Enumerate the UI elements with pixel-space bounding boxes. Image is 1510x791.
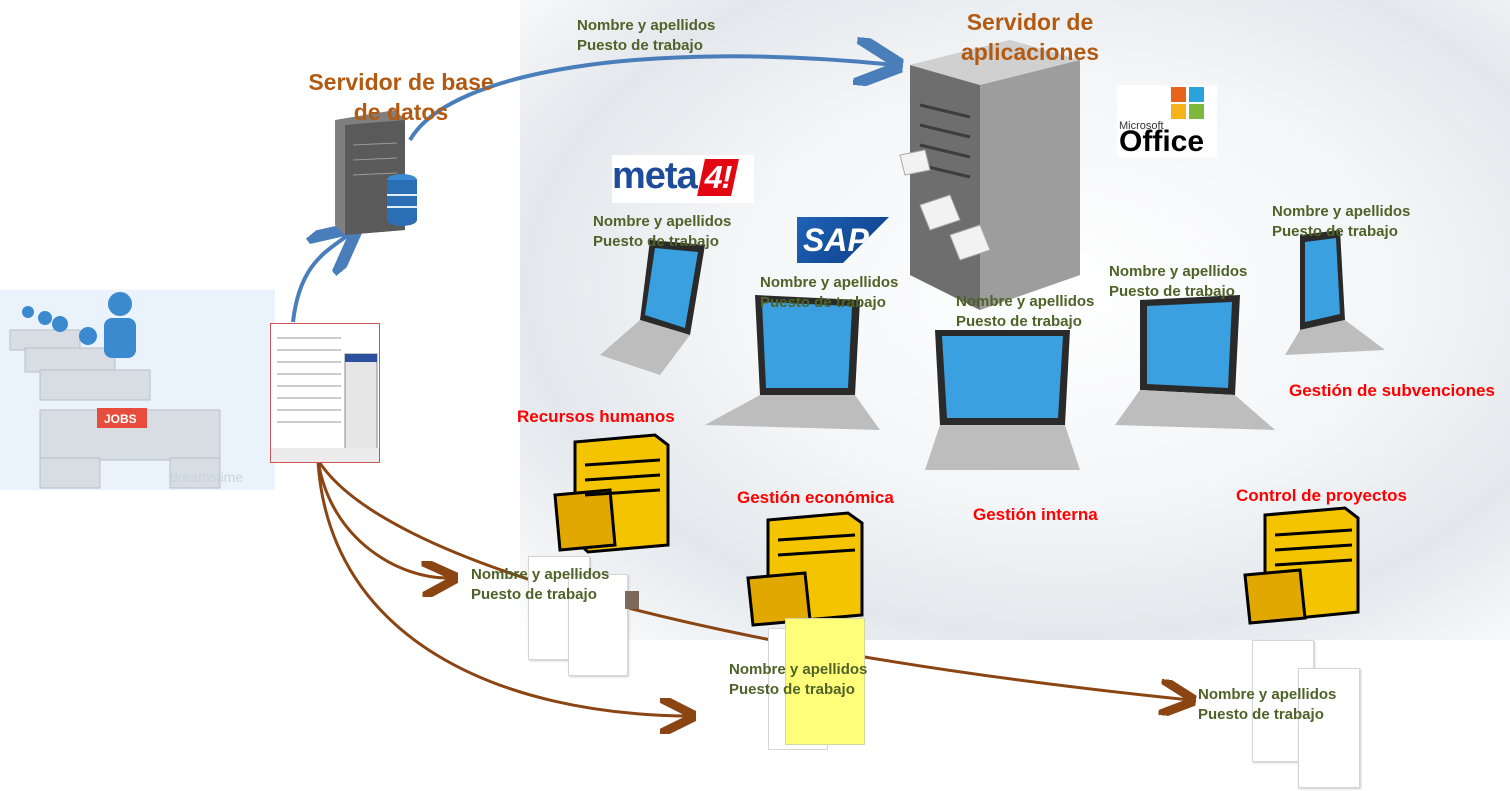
form-window [270, 323, 380, 463]
label-job: Puesto de trabajo [1198, 706, 1324, 723]
label-right: Nombre y apellidos Puesto de trabajo [1109, 262, 1247, 302]
label-name: Nombre y apellidos [956, 293, 1095, 310]
label-job: Puesto de trabajo [729, 681, 855, 698]
app-server-title: Servidor de aplicaciones [960, 9, 1100, 65]
dept-gestion-subvenciones: Gestión de subvenciones [1289, 381, 1495, 400]
document-rrhh-2 [568, 574, 628, 676]
watermark-text: dreamstime [170, 469, 243, 485]
desk-sign-text: JOBS [104, 412, 137, 426]
label-job: Puesto de trabajo [956, 313, 1082, 330]
arrow-form-to-economica [316, 461, 690, 716]
database-server-icon [325, 105, 425, 240]
office-text: Office [1119, 125, 1205, 158]
label-name: Nombre y apellidos [593, 213, 732, 230]
label-job: Puesto de trabajo [760, 294, 886, 311]
laptop-2 [705, 295, 880, 430]
label-name: Nombre y apellidos [760, 274, 899, 291]
document-proyectos-2 [1298, 668, 1360, 788]
application-server-icon [880, 35, 1110, 320]
label-job: Puesto de trabajo [593, 233, 719, 250]
dept-gestion-interna: Gestión interna [973, 505, 1098, 524]
arrow-db-to-appserver [408, 56, 895, 141]
ms-small-text: Microsoft [1119, 120, 1164, 132]
label-job: Puesto de trabajo [577, 37, 703, 54]
cabinet-rrhh [553, 433, 670, 554]
label-name: Nombre y apellidos [1198, 686, 1337, 703]
label-economica-doc: Nombre y apellidos Puesto de trabajo [729, 660, 867, 700]
dept-control-proyectos: Control de proyectos [1236, 486, 1407, 505]
dept-gestion-economica: Gestión económica [737, 488, 894, 507]
laptop-3 [925, 330, 1080, 470]
laptop-1 [600, 240, 705, 375]
ms-office-logo: Microsoft Office [1117, 85, 1217, 158]
jobs-office-illustration: JOBS dreamstime [0, 290, 275, 490]
label-sap: Nombre y apellidos Puesto de trabajo [760, 273, 898, 313]
photo-thumbnail [625, 591, 639, 609]
cabinet-proyectos [1243, 506, 1360, 625]
label-proyectos-doc: Nombre y apellidos Puesto de trabajo [1198, 685, 1336, 725]
label-meta4: Nombre y apellidos Puesto de trabajo [593, 212, 731, 252]
label-rrhh-doc: Nombre y apellidos Puesto de trabajo [471, 565, 609, 605]
label-job: Puesto de trabajo [1272, 223, 1398, 240]
laptop-4 [1115, 295, 1275, 430]
label-name: Nombre y apellidos [1272, 203, 1411, 220]
label-top-arrow: Nombre y apellidos Puesto de trabajo [577, 16, 715, 56]
label-job: Puesto de trabajo [471, 586, 597, 603]
dept-recursos-humanos: Recursos humanos [517, 407, 675, 426]
meta4-logo-text: meta [612, 155, 698, 197]
cabinet-economica [746, 511, 864, 627]
db-server-title: Servidor de base de datos [308, 69, 494, 125]
label-name: Nombre y apellidos [1109, 263, 1248, 280]
document-economica-yellow [785, 618, 865, 745]
label-name: Nombre y apellidos [577, 17, 716, 34]
label-name: Nombre y apellidos [471, 566, 610, 583]
arrow-form-to-db [291, 232, 352, 323]
laptop-5 [1285, 230, 1385, 355]
label-job: Puesto de trabajo [1109, 283, 1235, 300]
label-center: Nombre y apellidos Puesto de trabajo [956, 292, 1094, 332]
label-name: Nombre y apellidos [729, 661, 868, 678]
arrow-form-to-rrhh [316, 459, 452, 578]
label-far-right: Nombre y apellidos Puesto de trabajo [1272, 202, 1410, 242]
